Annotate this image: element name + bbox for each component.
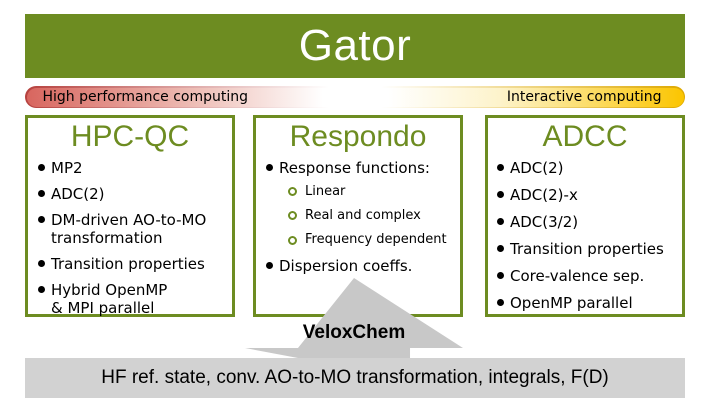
item-label: ADC(2)-x: [510, 185, 578, 204]
item-label: MP2: [51, 158, 83, 177]
bullet-icon: [497, 244, 504, 252]
list-item: OpenMP parallel: [497, 294, 678, 312]
bullet-icon: [266, 163, 273, 171]
list-item-row: ADC(2): [38, 185, 228, 203]
list-item-row: ADC(2)-x: [497, 186, 678, 204]
item-label: ADC(2): [510, 158, 564, 177]
item-label: OpenMP parallel: [510, 293, 633, 312]
list-item: ADC(2)-x: [497, 186, 678, 204]
module-title-adcc: ADCC: [542, 120, 628, 153]
list-item-row: Dispersion coeffs.: [266, 257, 456, 275]
circle-bullet-icon: [288, 235, 297, 245]
item-label: ADC(3/2): [510, 212, 579, 231]
list-item-row: ADC(2): [497, 159, 678, 177]
list-item-row: ADC(3/2): [497, 213, 678, 231]
item-label: Transition properties: [51, 254, 205, 273]
circle-bullet-icon: [288, 211, 297, 221]
item-label: Core-valence sep.: [510, 266, 645, 285]
list-item-row: Response functions:: [266, 159, 456, 177]
interactive-computing-label: Interactive computing: [506, 89, 662, 105]
module-title-respondo: Respondo: [289, 120, 427, 153]
item-label: DM-driven AO-to-MO transformation: [51, 210, 207, 247]
subitem-label: Frequency dependent: [305, 232, 447, 248]
list-item: Core-valence sep.: [497, 267, 678, 285]
computing-spectrum-bar: High performance computing Interactive c…: [25, 86, 685, 108]
list-item-row: Core-valence sep.: [497, 267, 678, 285]
item-label: ADC(2): [51, 184, 105, 203]
list-item: ADC(2): [38, 185, 228, 203]
list-item: ADC(2): [497, 159, 678, 177]
computing-spectrum-gradient: High performance computing Interactive c…: [26, 87, 684, 107]
bullet-icon: [497, 271, 504, 279]
list-item: Transition properties: [38, 255, 228, 273]
sub-list-item: Frequency dependent: [288, 232, 456, 248]
item-label: Dispersion coeffs.: [279, 257, 413, 276]
bullet-icon: [38, 163, 45, 171]
list-item: MP2: [38, 159, 228, 177]
list-item-row: Transition properties: [497, 240, 678, 258]
bullet-icon: [266, 262, 273, 270]
list-item-row: OpenMP parallel: [497, 294, 678, 312]
item-label: Transition properties: [510, 239, 664, 258]
bullet-icon: [38, 215, 45, 223]
list-item: Transition properties: [497, 240, 678, 258]
bullet-icon: [497, 190, 504, 198]
app-title: Gator: [298, 21, 412, 70]
list-item-row: Transition properties: [38, 255, 228, 273]
hpc-computing-label: High performance computing: [42, 89, 249, 105]
foundation-bar: HF ref. state, conv. AO-to-MO transforma…: [25, 358, 685, 398]
list-item: Hybrid OpenMP & MPI parallel: [38, 281, 228, 317]
foundation-text: HF ref. state, conv. AO-to-MO transforma…: [101, 367, 609, 388]
list-item: DM-driven AO-to-MO transformation: [38, 211, 228, 247]
bullet-icon: [38, 189, 45, 197]
list-item: ADC(3/2): [497, 213, 678, 231]
module-title-hpc-qc: HPC-QC: [70, 120, 190, 153]
list-item-row: DM-driven AO-to-MO transformation: [38, 211, 228, 247]
sub-list-item: Linear: [288, 183, 456, 199]
list-item-row: Hybrid OpenMP & MPI parallel: [38, 281, 228, 317]
subitem-label: Linear: [305, 183, 346, 199]
bullet-icon: [38, 259, 45, 267]
item-label: Response functions:: [279, 158, 430, 177]
bullet-icon: [497, 298, 504, 306]
bullet-icon: [497, 217, 504, 225]
gator-banner: Gator: [25, 14, 685, 78]
subitem-label: Real and complex: [305, 207, 421, 223]
veloxchem-label: VeloxChem: [302, 322, 406, 343]
list-item: Dispersion coeffs.: [266, 257, 456, 275]
circle-bullet-icon: [288, 187, 297, 197]
sub-list-item: Real and complex: [288, 207, 456, 223]
list-item-row: MP2: [38, 159, 228, 177]
bullet-icon: [38, 285, 45, 293]
bullet-icon: [497, 163, 504, 171]
item-label: Hybrid OpenMP & MPI parallel: [51, 280, 168, 317]
